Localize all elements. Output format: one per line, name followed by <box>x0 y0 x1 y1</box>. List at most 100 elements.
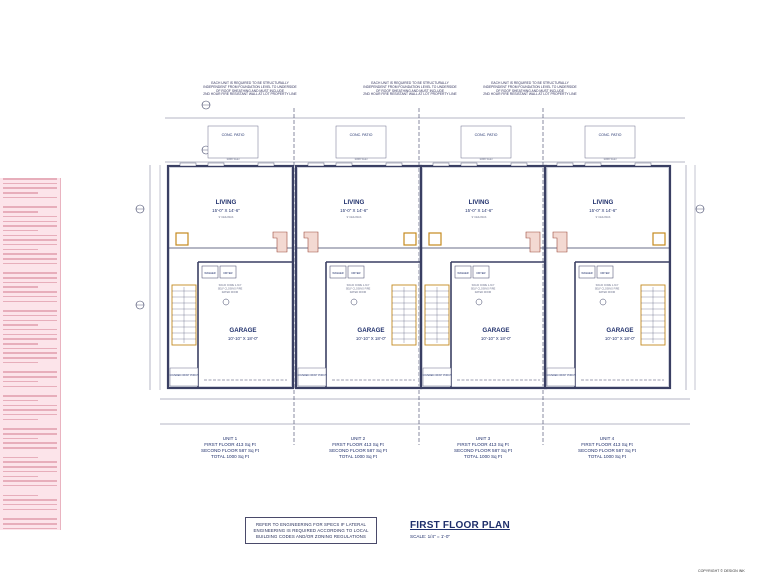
patio-label: CONC. PATIO <box>475 133 498 137</box>
note-text-line <box>3 409 57 411</box>
note-text-line <box>3 357 57 359</box>
note-text-line <box>3 347 57 350</box>
door-note-line: SELF CLOSING FIRE <box>471 288 496 291</box>
dryer-label: DRYER <box>476 271 485 275</box>
general-notes-panel <box>0 178 61 530</box>
note-text-line <box>3 338 57 340</box>
conc-patio <box>207 125 259 159</box>
window-marker <box>257 162 275 167</box>
smoke-detector-icon <box>599 298 607 306</box>
note-text-line <box>3 433 57 435</box>
note-text-line <box>3 484 57 487</box>
door-note-line: SELF CLOSING FIRE <box>218 288 243 291</box>
garage-dimension: 10'-10" X 18'-0" <box>481 336 512 341</box>
ceiling-height-note: 9' CEILINGS <box>596 215 611 219</box>
kitchen-counter <box>303 231 319 253</box>
patio-door-tag: 3068 SGD <box>354 157 367 161</box>
note-text-line <box>3 508 57 511</box>
note-text-line <box>3 333 57 336</box>
conc-patio <box>584 125 636 159</box>
note-text-line <box>3 220 57 222</box>
garage-dimension: 10'-10" X 18'-0" <box>605 336 636 341</box>
kitchen-counter <box>272 231 288 253</box>
note-text-line <box>3 328 57 331</box>
note-text-line <box>3 286 38 288</box>
note-text-line <box>3 215 57 218</box>
patio-label: CONC. PATIO <box>350 133 373 137</box>
dryer-outline <box>472 265 490 279</box>
door-note-line: SOLID CORE 1-3/4" <box>347 284 370 287</box>
unit-name: UNIT 2 <box>351 436 366 441</box>
note-text-line <box>3 324 38 326</box>
note-text-line <box>3 277 57 279</box>
ceiling-height-note: 9' CEILINGS <box>347 215 362 219</box>
unit-second-floor-area: SECOND FLOOR 587 Sq Ft <box>201 448 260 453</box>
unit-second-floor-area: SECOND FLOOR 587 Sq Ft <box>454 448 513 453</box>
unit-total-area: TOTAL 1000 Sq Ft <box>339 454 378 459</box>
door-note-line: SELF CLOSING FIRE <box>595 288 620 291</box>
top-note-3: EACH UNIT IS REQUIRED TO BE STRUCTURALLY… <box>483 81 577 97</box>
window-marker <box>510 162 528 167</box>
dryer-outline <box>219 265 237 279</box>
window-marker <box>179 162 197 167</box>
covered-porch <box>297 367 327 387</box>
porch-label: COVERED FRONT PORCH <box>547 375 576 377</box>
note-text-line <box>3 523 57 525</box>
door-note-line: RATED DOOR <box>350 291 367 294</box>
covered-porch <box>546 367 576 387</box>
garage-label: GARAGE <box>357 327 384 334</box>
unit-wall-core <box>546 167 669 387</box>
window-marker <box>556 162 574 167</box>
unit-first-floor-area: FIRST FLOOR 413 Sq Ft <box>204 442 256 447</box>
unit-wall-core <box>297 167 420 387</box>
patio-door-tag: 3068 SGD <box>226 157 239 161</box>
note-text-line <box>3 262 57 265</box>
window-marker <box>634 162 652 167</box>
sheet-scale: SCALE: 1/4" = 1'-0" <box>410 534 451 539</box>
garage-dimension: 10'-10" X 18'-0" <box>356 336 387 341</box>
kitchen-appliance <box>652 232 666 246</box>
note-text-line <box>3 437 38 440</box>
note-text-line <box>3 225 57 227</box>
ceiling-height-note: 9' CEILINGS <box>219 215 234 219</box>
engineering-note-line: REFER TO ENGINEERING FOR SPECS IF LATERA… <box>255 521 366 527</box>
note-text-line <box>3 428 57 430</box>
note-text-line <box>3 461 57 463</box>
unit-first-floor-area: FIRST FLOOR 413 Sq Ft <box>581 442 633 447</box>
window-marker <box>307 162 325 167</box>
note-text-line <box>3 281 57 284</box>
living-room-dimension: 15'-0" X 14'-6" <box>340 208 368 213</box>
copyright-notice: COPYRIGHT © DESIGN INK <box>698 569 745 573</box>
note-text-line <box>3 413 57 416</box>
note-text-line <box>3 475 38 477</box>
living-room-label: LIVING <box>216 199 237 206</box>
washer-label: WASHER <box>204 271 215 275</box>
note-text-line <box>3 343 38 345</box>
covered-porch <box>422 367 452 387</box>
note-text-line <box>3 192 38 194</box>
unit-name: UNIT 1 <box>223 436 238 441</box>
door-note-line: SOLID CORE 1-3/4" <box>596 284 619 287</box>
conc-patio <box>335 125 387 159</box>
note-text-line <box>3 319 57 322</box>
note-text-line <box>3 310 57 312</box>
note-text-line <box>3 404 57 407</box>
note-text-line <box>3 380 38 383</box>
garage-label: GARAGE <box>482 327 509 334</box>
living-room-dimension: 15'-0" X 14'-6" <box>212 208 240 213</box>
door-note-line: SELF CLOSING FIRE <box>346 288 371 291</box>
unit-name: UNIT 4 <box>600 436 615 441</box>
note-text-line <box>3 300 57 302</box>
engineering-note-box: REFER TO ENGINEERING FOR SPECS IF LATERA… <box>245 517 377 544</box>
dryer-outline <box>596 265 614 279</box>
note-text-line <box>3 272 57 274</box>
window-marker <box>335 162 353 167</box>
unit-total-area: TOTAL 1000 Sq Ft <box>211 454 250 459</box>
top-note-1: EACH UNIT IS REQUIRED TO BE STRUCTURALLY… <box>203 81 297 97</box>
note-text-line <box>3 352 57 354</box>
note-text-line <box>3 295 57 298</box>
